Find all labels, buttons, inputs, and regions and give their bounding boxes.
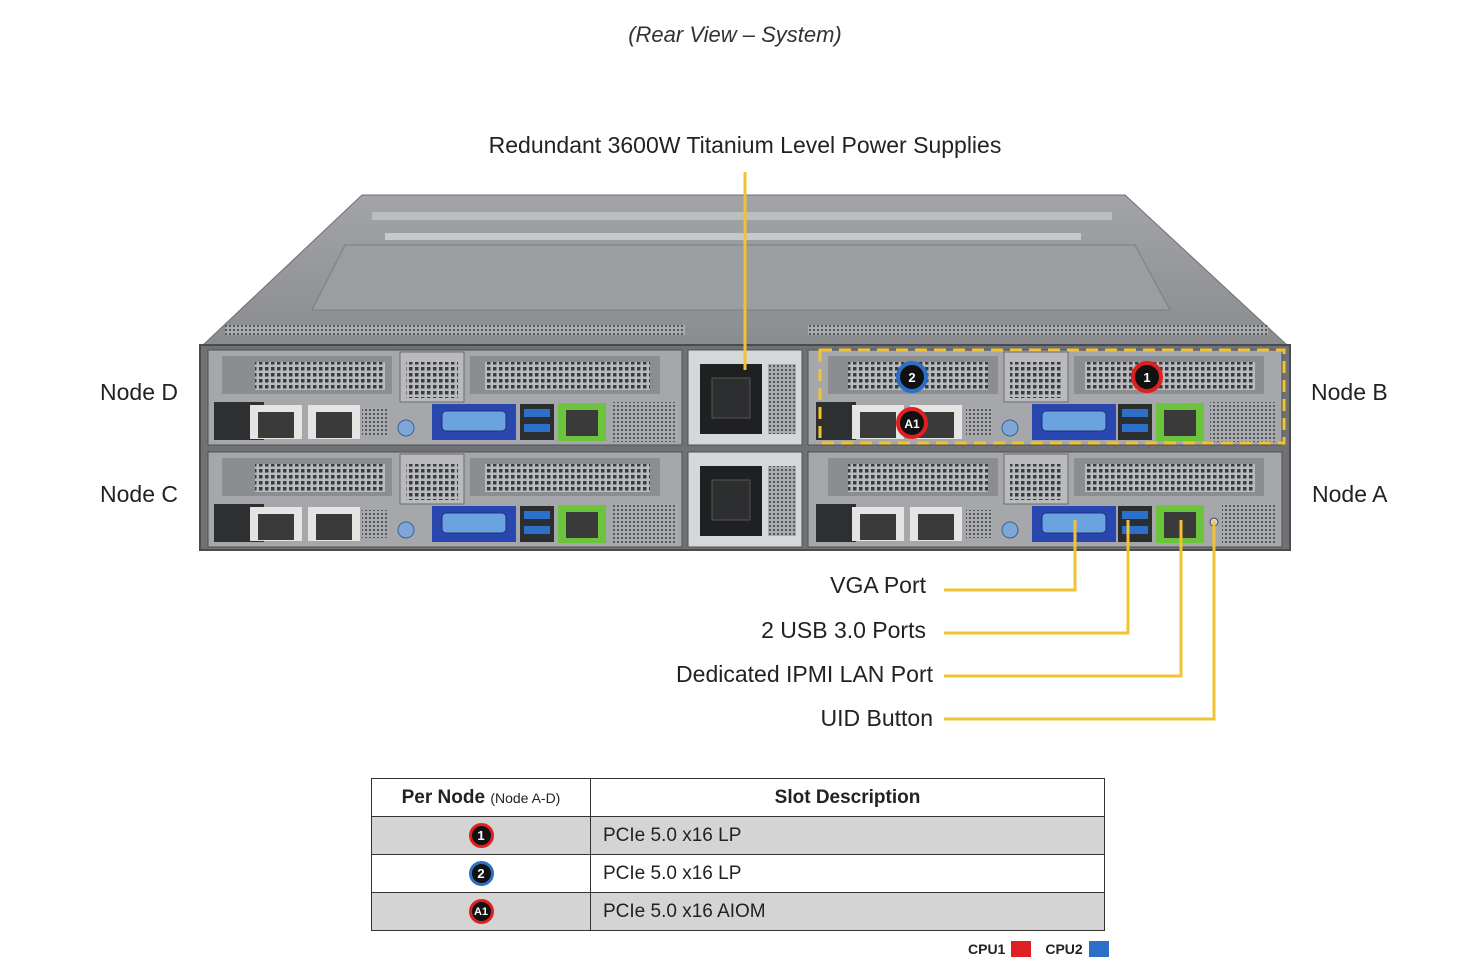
header-per-node-sub: (Node A-D) (490, 789, 561, 806)
svg-text:1: 1 (1143, 370, 1150, 385)
uid-button-label: UID Button (820, 705, 934, 731)
svg-text:A1: A1 (904, 417, 920, 431)
usb-callout-line (944, 520, 1130, 635)
slot-badge-1-icon: 1 (468, 823, 494, 848)
svg-text:2: 2 (908, 370, 915, 385)
uid-callout-line (944, 522, 1216, 721)
node-d-label: Node D (100, 379, 178, 405)
psu-callout-label: Redundant 3600W Titanium Level Power Sup… (488, 132, 1002, 158)
power-supply-top (687, 349, 803, 446)
legend-cpu1-label: CPU1 (968, 941, 1006, 957)
header-per-node: Per Node (Node A-D) (371, 778, 591, 817)
slot-description: PCIe 5.0 x16 LP (590, 816, 1105, 855)
slot-badge-a1-icon: A1 (468, 899, 494, 924)
slot-table-header: Per Node (Node A-D) Slot Description (371, 778, 1105, 817)
slot-table: Per Node (Node A-D) Slot Description 1 P… (371, 778, 1105, 931)
node-b-module (807, 349, 1283, 446)
node-b-label: Node B (1311, 379, 1388, 405)
slot-badge-1: 1 (1131, 361, 1163, 393)
table-row: 1 PCIe 5.0 x16 LP (371, 816, 1105, 855)
slot-badge-a1: A1 (896, 407, 928, 439)
slot-badge-2-icon: 2 (468, 861, 494, 886)
slot-description: PCIe 5.0 x16 AIOM (590, 892, 1105, 931)
figure-caption: (Rear View – System) (628, 22, 842, 47)
table-row: A1 PCIe 5.0 x16 AIOM (371, 892, 1105, 931)
ipmi-callout-line (944, 520, 1183, 678)
vga-callout-line (944, 520, 1077, 592)
node-d-module (207, 349, 683, 446)
node-c-module (207, 451, 683, 548)
slot-badge-2: 2 (896, 361, 928, 393)
callout-lines (743, 172, 1216, 721)
legend-cpu2-swatch (1088, 941, 1109, 957)
node-b-highlight (818, 348, 1286, 445)
usb-ports-label: 2 USB 3.0 Ports (761, 617, 926, 643)
power-supply-bottom (687, 451, 803, 548)
ipmi-lan-port-label: Dedicated IPMI LAN Port (676, 661, 933, 687)
legend-cpu1-swatch (1011, 941, 1032, 957)
node-a-label: Node A (1312, 481, 1388, 507)
cpu-legend: CPU1 CPU2 (968, 941, 1109, 957)
header-slot-description: Slot Description (590, 778, 1105, 817)
node-c-label: Node C (100, 481, 178, 507)
slot-description: PCIe 5.0 x16 LP (590, 854, 1105, 893)
vga-port-label: VGA Port (830, 572, 926, 598)
node-a-module (807, 451, 1283, 548)
table-row: 2 PCIe 5.0 x16 LP (371, 854, 1105, 893)
legend-cpu2-label: CPU2 (1045, 941, 1083, 957)
